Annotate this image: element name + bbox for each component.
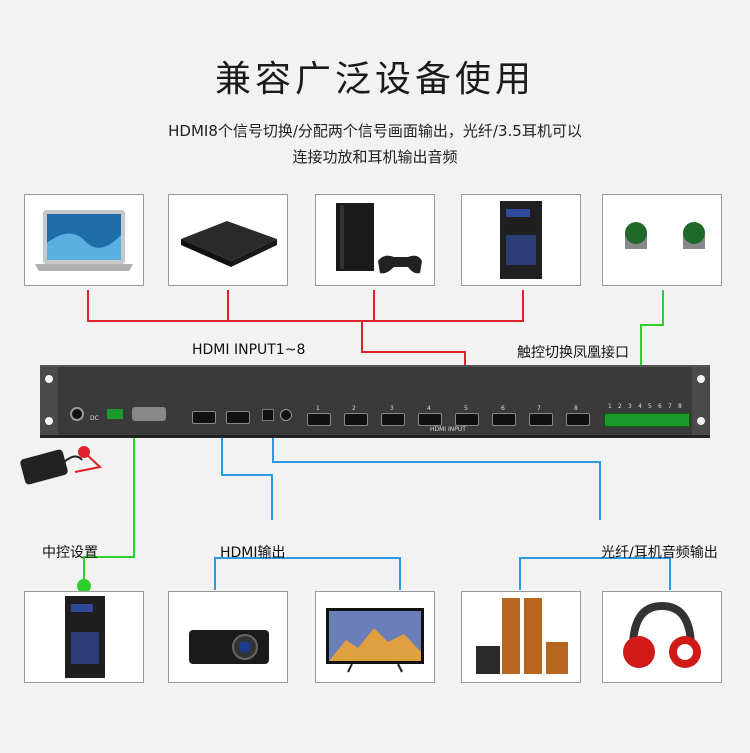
left-rack-ear — [40, 367, 58, 435]
hdmi-input-7 — [529, 413, 553, 426]
terminal-num-5: 5 — [648, 403, 652, 410]
wire-power — [74, 451, 103, 473]
hdmi-input-8 — [566, 413, 590, 426]
headphones-icon — [623, 601, 701, 668]
game-console-icon — [336, 203, 422, 274]
source-buttons — [602, 194, 722, 286]
desktop-pc-icon — [65, 596, 105, 678]
db9-port — [132, 407, 166, 421]
tv-box-icon — [181, 221, 277, 267]
hdmi-output-1 — [192, 411, 216, 424]
red-dot-dc — [78, 446, 90, 458]
dc-jack — [70, 407, 84, 421]
label-touch-port: 触控切换凤凰接口 — [517, 345, 629, 361]
input-num-2: 2 — [352, 405, 356, 412]
hdmi-input-6 — [492, 413, 516, 426]
output-television — [315, 591, 435, 683]
rs232-terminal — [107, 409, 123, 419]
input-num-5: 5 — [464, 405, 468, 412]
wire-laptop — [87, 290, 524, 322]
source-laptop — [24, 194, 144, 286]
matrix-switcher-panel: DC 1 2 3 4 5 6 7 8 HDMI INPUT 1 2 3 4 5 … — [40, 365, 710, 438]
hdmi-input-4 — [418, 413, 442, 426]
push-buttons-icon — [625, 222, 705, 249]
source-tvbox — [168, 194, 288, 286]
label-hdmi-input: HDMI INPUT1~8 — [192, 342, 306, 358]
power-adapter-icon — [20, 449, 83, 485]
input-num-1: 1 — [316, 405, 320, 412]
optical-port — [262, 409, 274, 421]
output-projector — [168, 591, 288, 683]
subtitle-line-1: HDMI8个信号切换/分配两个信号画面输出，光纤/3.5耳机可以 — [168, 122, 582, 140]
input-num-8: 8 — [574, 405, 578, 412]
input-num-7: 7 — [537, 405, 541, 412]
desktop-pc-icon — [500, 201, 542, 279]
subtitle-line-2: 连接功放和耳机输出音频 — [292, 148, 458, 166]
label-central-control: 中控设置 — [42, 545, 98, 561]
phoenix-terminal-block — [604, 413, 690, 427]
input-caption: HDMI INPUT — [430, 426, 466, 433]
hdmi-input-1 — [307, 413, 331, 426]
green-dot-central — [77, 579, 91, 593]
wire-central — [83, 431, 135, 586]
hdmi-input-2 — [344, 413, 368, 426]
dc-caption: DC — [90, 415, 99, 422]
source-desktop — [461, 194, 581, 286]
terminal-num-2: 2 — [618, 403, 622, 410]
input-num-6: 6 — [501, 405, 505, 412]
terminal-num-7: 7 — [668, 403, 672, 410]
input-num-3: 3 — [390, 405, 394, 412]
source-console — [315, 194, 435, 286]
wire-buttons — [640, 290, 664, 396]
input-num-4: 4 — [427, 405, 431, 412]
hdmi-input-5 — [455, 413, 479, 426]
label-optical-audio: 光纤/耳机音频输出 — [601, 545, 718, 561]
laptop-icon — [35, 210, 133, 271]
terminal-num-4: 4 — [638, 403, 642, 410]
output-central-pc — [24, 591, 144, 683]
output-headphones — [602, 591, 722, 683]
wire-audio-split — [519, 557, 671, 590]
terminal-num-6: 6 — [658, 403, 662, 410]
label-hdmi-output: HDMI输出 — [220, 545, 286, 561]
audio-jack — [280, 409, 292, 421]
terminal-num-3: 3 — [628, 403, 632, 410]
right-rack-ear — [692, 367, 710, 435]
wire-hdmi-out — [221, 428, 273, 520]
wire-hdmi-split — [214, 557, 401, 590]
page-title: 兼容广泛设备使用 — [214, 59, 535, 100]
speaker-system-icon — [476, 598, 568, 674]
hdmi-input-3 — [381, 413, 405, 426]
projector-icon — [189, 630, 269, 664]
hdmi-output-2 — [226, 411, 250, 424]
television-icon — [326, 608, 424, 673]
terminal-num-1: 1 — [608, 403, 612, 410]
output-speakers — [461, 591, 581, 683]
terminal-num-8: 8 — [678, 403, 682, 410]
subtitle: HDMI8个信号切换/分配两个信号画面输出，光纤/3.5耳机可以 连接功放和耳机… — [100, 118, 650, 170]
wire-audio-out — [272, 428, 601, 520]
